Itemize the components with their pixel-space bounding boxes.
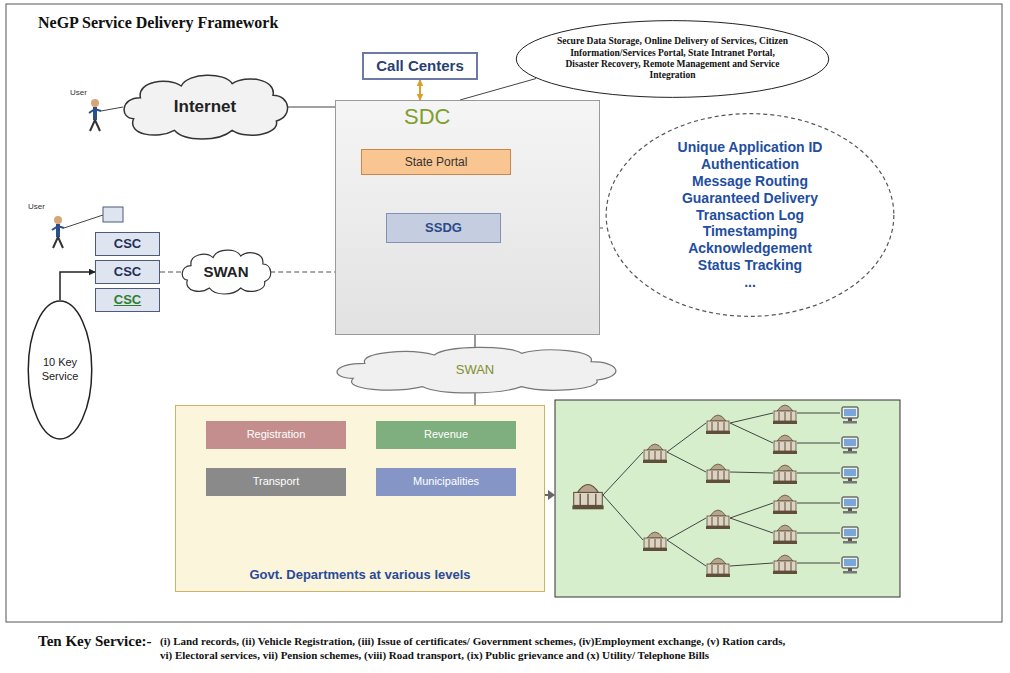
- data-center-box: SDC State PortalSSDG: [335, 100, 600, 335]
- node-text: Timestamping: [703, 223, 798, 240]
- department-item: Transport: [206, 468, 346, 496]
- terminal-box: [103, 207, 123, 222]
- node-text: Authentication: [701, 156, 799, 173]
- call-center-box: Call Centers: [362, 52, 478, 80]
- user-label: User: [70, 88, 110, 98]
- user-label: User: [28, 202, 68, 212]
- connector: [160, 271, 183, 272]
- node-text: Municipalities: [413, 475, 479, 489]
- user-icons: [52, 99, 123, 248]
- department-item: Revenue: [376, 421, 516, 449]
- node-text: Unique Application ID: [678, 139, 823, 156]
- department-item: Registration: [206, 421, 346, 449]
- node-text: Registration: [247, 428, 306, 442]
- node-text: Status Tracking: [698, 257, 802, 274]
- node-text: Transaction Log: [696, 207, 804, 224]
- node-text: Transport: [253, 475, 300, 489]
- node-text: Call Centers: [376, 57, 464, 76]
- department-arrow: [545, 490, 555, 500]
- gateway-box: SSDG: [386, 213, 501, 243]
- node-text: Internet: [174, 96, 236, 117]
- node-text: State Portal: [405, 155, 468, 170]
- hierarchy-ground: [555, 400, 900, 597]
- node-text: Message Routing: [692, 173, 808, 190]
- node-text: 10 Key Service: [34, 356, 86, 384]
- caption-heading: Ten Key Service:-: [38, 632, 168, 652]
- node-text: ...: [744, 274, 756, 291]
- node-text: CSC: [114, 264, 141, 280]
- diagram-title: NeGP Service Delivery Framework: [38, 14, 278, 32]
- department-item: Municipalities: [376, 468, 516, 496]
- connector: [474, 335, 476, 347]
- user-link: [64, 215, 103, 228]
- connector: [419, 80, 421, 100]
- node-text: SDC: [404, 103, 450, 131]
- department-box: Govt. Departments at various levels Regis…: [175, 405, 545, 592]
- service-list: (i) Land records, (ii) Vehicle Registrat…: [160, 634, 800, 663]
- user-icon: [89, 99, 101, 131]
- connector: [270, 271, 335, 272]
- connector: [460, 79, 536, 101]
- network-cloud: SWAN: [330, 345, 620, 395]
- node-text: CSC: [114, 292, 141, 308]
- node-text: CSC: [114, 236, 141, 252]
- connector: [287, 106, 335, 107]
- node-text: Acknowledgement: [688, 240, 812, 257]
- node-text: Secure Data Storage, Online Delivery of …: [555, 36, 790, 82]
- user-link: [101, 107, 123, 111]
- node-text: SWAN: [204, 263, 249, 282]
- csc-box: CSC: [95, 260, 160, 284]
- connector: [60, 272, 95, 300]
- feature-ellipse: Unique Application IDAuthenticationMessa…: [605, 112, 895, 318]
- hierarchy-panel: [555, 400, 900, 597]
- portal-box: State Portal: [361, 149, 511, 175]
- info-ellipse: Secure Data Storage, Online Delivery of …: [515, 20, 830, 98]
- csc-box: CSC: [95, 232, 160, 256]
- node-text: Govt. Departments at various levels: [249, 567, 470, 583]
- diagram-frame: [6, 4, 1002, 622]
- node-text: Guaranteed Delivery: [682, 190, 818, 207]
- hierarchy-links: [603, 413, 840, 566]
- csc-box: CSC: [95, 288, 160, 312]
- network-cloud: SWAN: [180, 248, 272, 296]
- node-text: SSDG: [425, 220, 462, 236]
- computer-icons: [842, 407, 858, 574]
- node-text: Revenue: [424, 428, 468, 442]
- connector: [474, 393, 476, 405]
- network-cloud: Internet: [120, 72, 290, 142]
- office-icons: [572, 405, 797, 577]
- node-text: SWAN: [456, 362, 495, 378]
- user-icon: [52, 216, 64, 248]
- service-ellipse: 10 Key Service: [28, 300, 92, 440]
